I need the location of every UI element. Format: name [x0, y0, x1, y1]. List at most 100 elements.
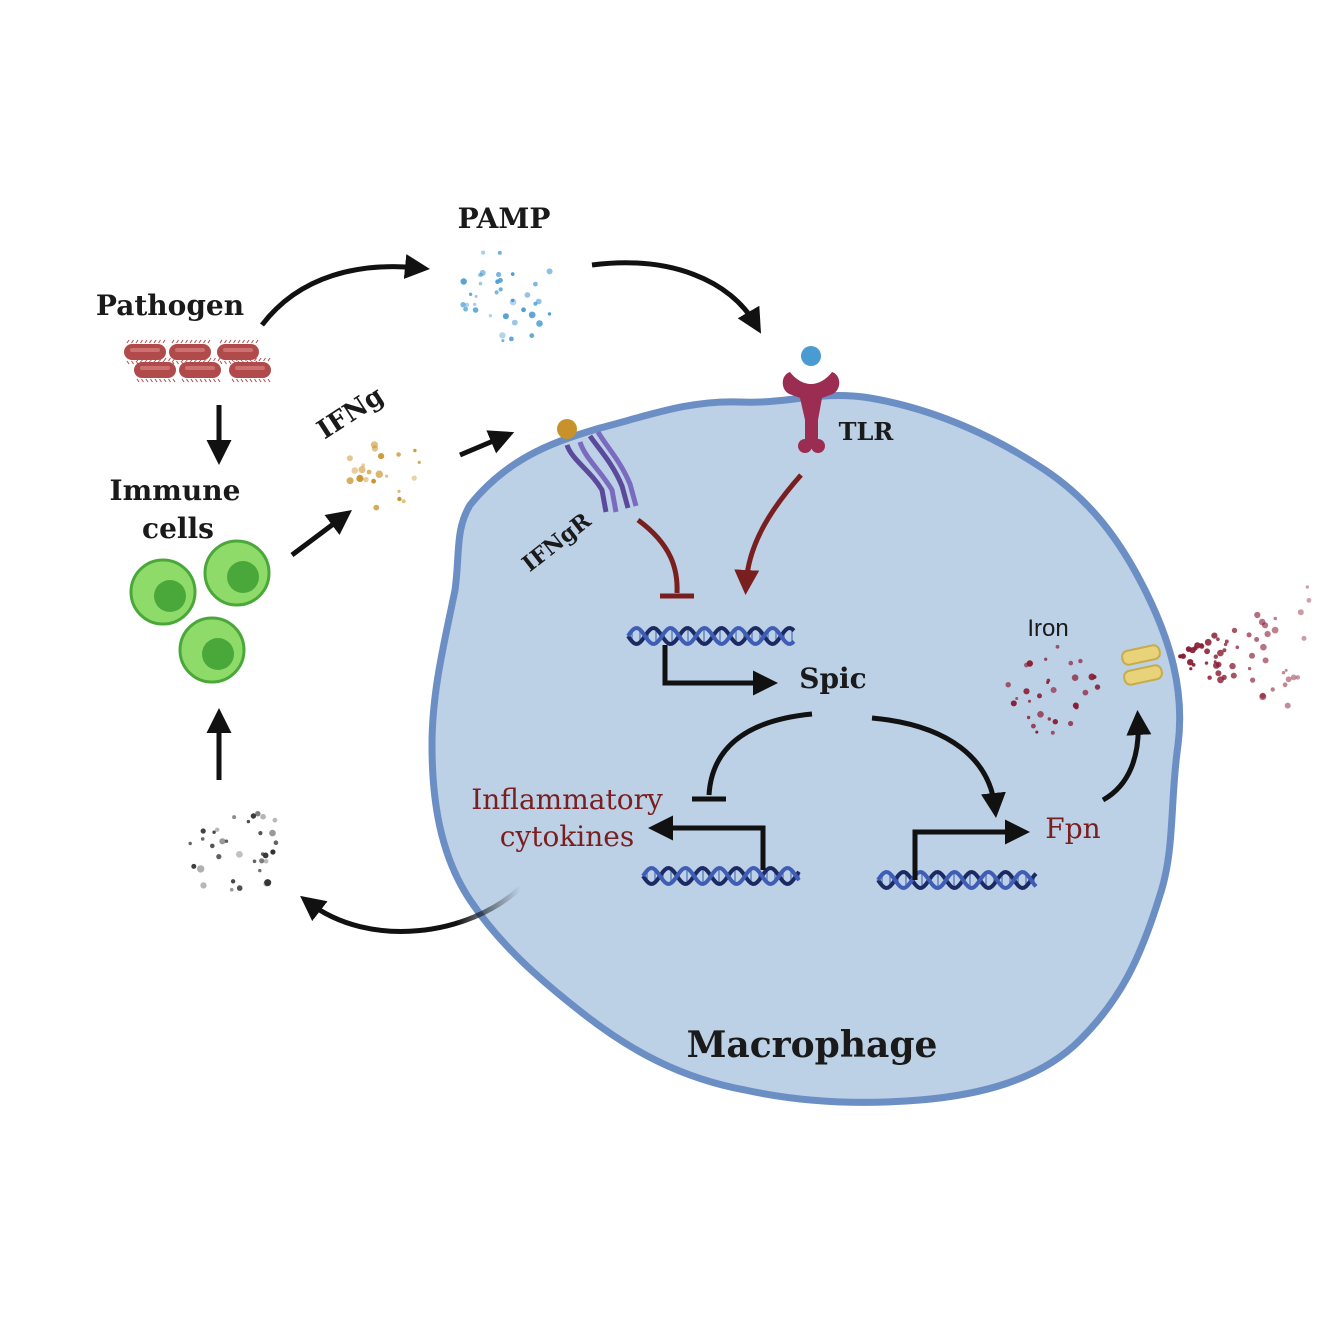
particle-dot — [263, 880, 270, 887]
particle-dot — [270, 849, 276, 855]
bacterium-icon — [229, 357, 271, 383]
ifng-particles-icon — [346, 441, 421, 511]
particle-dot — [546, 268, 553, 275]
arrow-tlr-activates-spic — [734, 473, 803, 595]
particle-dot — [1213, 654, 1219, 659]
particle-dot — [252, 859, 257, 864]
particle-dot — [495, 279, 500, 285]
particle-dot — [478, 281, 483, 286]
particle-dot — [210, 843, 215, 849]
particle-dot — [1281, 671, 1286, 675]
particle-dot — [511, 298, 515, 303]
particle-dot — [200, 837, 205, 841]
particle-dot — [273, 840, 279, 845]
particle-dot — [413, 448, 417, 453]
particle-dot — [1284, 702, 1291, 709]
particle-dot — [255, 811, 261, 817]
particle-dot — [397, 496, 402, 502]
particle-dot — [1271, 626, 1279, 634]
particle-dot — [1050, 730, 1055, 735]
particle-dot — [1180, 653, 1186, 659]
particle-dot — [1222, 648, 1227, 653]
particle-dot — [1068, 720, 1074, 727]
particle-dot — [1290, 674, 1297, 681]
particle-dot — [510, 272, 515, 276]
particle-dot — [477, 273, 482, 277]
macrophage-cell — [428, 392, 1184, 1106]
fpn-label: Fpn — [1045, 812, 1100, 845]
particle-dot — [1216, 637, 1220, 641]
particle-dot — [260, 813, 266, 820]
particle-dot — [1071, 674, 1079, 681]
particle-dot — [188, 841, 192, 846]
particle-dot — [501, 339, 505, 343]
particle-dot — [547, 312, 552, 316]
bacterium-icon — [179, 357, 221, 383]
particle-dot — [1247, 666, 1252, 671]
fpn-promoter-arrow — [912, 819, 1030, 880]
particle-dot — [474, 294, 478, 298]
particle-dot — [229, 887, 234, 892]
particle-dot — [1015, 697, 1019, 700]
particle-dot — [463, 306, 468, 312]
particle-dot — [1204, 648, 1210, 655]
particle-dot — [1037, 711, 1044, 718]
particle-dot — [371, 478, 376, 484]
dna-icon — [876, 869, 1038, 891]
particle-dot — [1026, 660, 1034, 667]
particle-dot — [215, 827, 220, 832]
particle-dot — [533, 281, 538, 287]
particle-dot — [346, 455, 353, 462]
particle-dot — [417, 460, 421, 464]
particle-dot — [1068, 660, 1074, 666]
particle-dot — [411, 475, 417, 481]
bacterium-icon — [217, 339, 259, 365]
particle-dot — [1231, 627, 1238, 634]
particle-dot — [1094, 684, 1101, 690]
particle-dot — [1305, 585, 1310, 589]
particle-dot — [272, 817, 278, 823]
particle-dot — [479, 269, 486, 276]
particle-dot — [502, 313, 509, 320]
particle-dot — [230, 879, 236, 884]
particle-dot — [1270, 687, 1275, 692]
particle-dot — [1223, 642, 1228, 647]
particle-dot — [1297, 609, 1304, 616]
particle-dot — [263, 859, 269, 864]
arrow-ifng-to-ifngr — [459, 430, 515, 458]
particle-dot — [460, 302, 466, 308]
pamp-label: PAMP — [458, 202, 551, 235]
particle-dot — [1224, 639, 1229, 644]
particle-dot — [1254, 611, 1261, 619]
particle-dot — [1037, 693, 1042, 699]
cytokine-promoter-arrow — [648, 815, 766, 870]
tlr-label: TLR — [839, 417, 895, 446]
particle-dot — [1273, 616, 1278, 621]
particle-dot — [1229, 662, 1236, 670]
iron-particles-icon — [1005, 644, 1101, 735]
arrow-immune-to-ifng — [290, 510, 352, 557]
particle-dot — [1217, 649, 1224, 657]
pathogen-label: Pathogen — [96, 289, 244, 322]
particle-dot — [401, 499, 406, 504]
particle-dot — [1035, 730, 1039, 734]
particle-dot — [472, 307, 479, 313]
arrow-fpn-to-iron-export — [1101, 710, 1152, 803]
particle-dot — [260, 852, 265, 856]
particle-dot — [1306, 598, 1312, 603]
cytokine-particles-icon — [188, 811, 279, 892]
particle-dot — [396, 452, 401, 457]
particle-dot — [212, 830, 216, 834]
particle-dot — [375, 470, 383, 478]
particle-dot — [1260, 643, 1267, 651]
particle-dot — [1207, 675, 1212, 680]
particle-dot — [1262, 622, 1269, 629]
particle-dot — [509, 336, 514, 342]
inflammatory-cytokines-label-line2: cytokines — [500, 820, 635, 853]
particle-dot — [371, 445, 379, 452]
particle-dot — [351, 467, 359, 474]
particle-dot — [356, 474, 364, 483]
particle-dot — [397, 489, 401, 493]
particle-dot — [358, 466, 366, 474]
